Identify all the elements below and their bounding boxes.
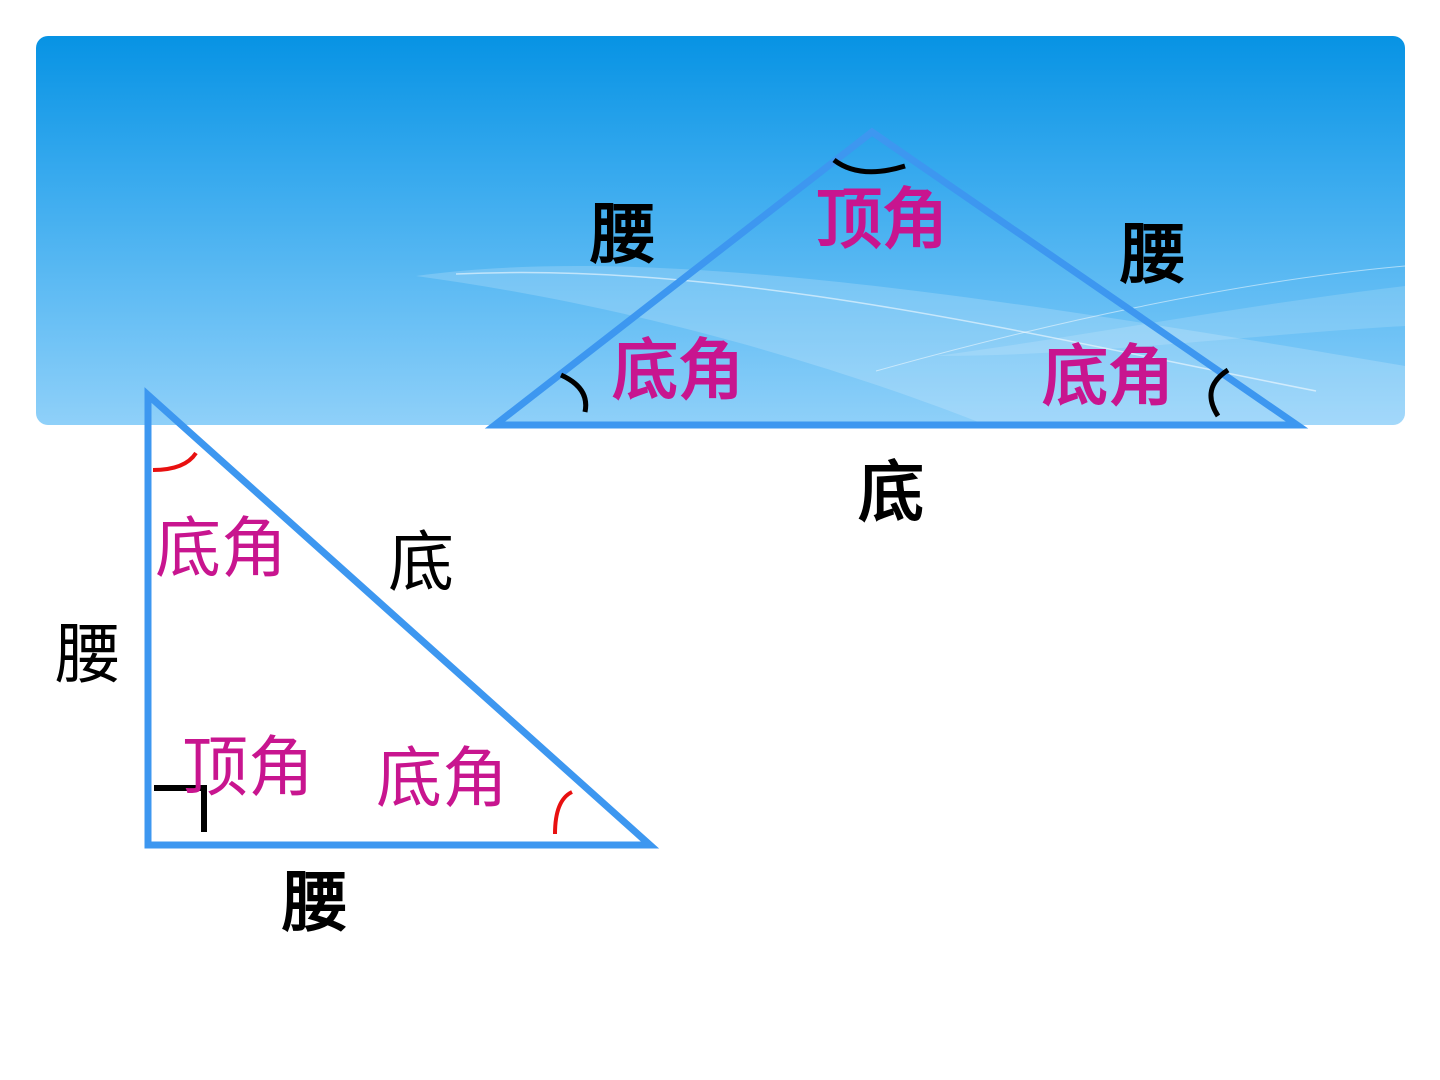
obtuse-apex-angle-label: 顶角 (816, 181, 948, 258)
right-horizontal-leg-label: 腰 (282, 864, 348, 941)
right-vertical-leg-label: 腰 (55, 616, 121, 693)
right-triangle-outline (144, 387, 660, 849)
obtuse-left-base-angle-label: 底角 (612, 332, 744, 409)
obtuse-base-label: 底 (858, 454, 924, 531)
obtuse-left-leg-label: 腰 (590, 196, 656, 273)
right-base-angle-mark (1208, 367, 1230, 418)
right-hypotenuse-label: 底 (388, 524, 454, 601)
apex-angle-mark (832, 157, 906, 175)
banner-wave-decoration (416, 265, 1405, 425)
obtuse-right-leg-label: 腰 (1120, 216, 1186, 293)
obtuse-right-base-angle-label: 底角 (1042, 338, 1174, 415)
bottom-base-angle-mark (553, 790, 574, 835)
top-base-angle-mark (152, 451, 198, 472)
right-angle-mark (154, 785, 207, 832)
right-top-base-angle-label: 底角 (155, 510, 287, 587)
right-angle-label: 顶角 (182, 729, 314, 806)
obtuse-triangle-outline (484, 127, 1309, 429)
left-base-angle-mark (559, 372, 589, 413)
header-banner (36, 36, 1405, 425)
isosceles-right-triangle (144, 387, 660, 849)
obtuse-isosceles-triangle (484, 127, 1309, 429)
right-bottom-base-angle-label: 底角 (376, 740, 508, 817)
